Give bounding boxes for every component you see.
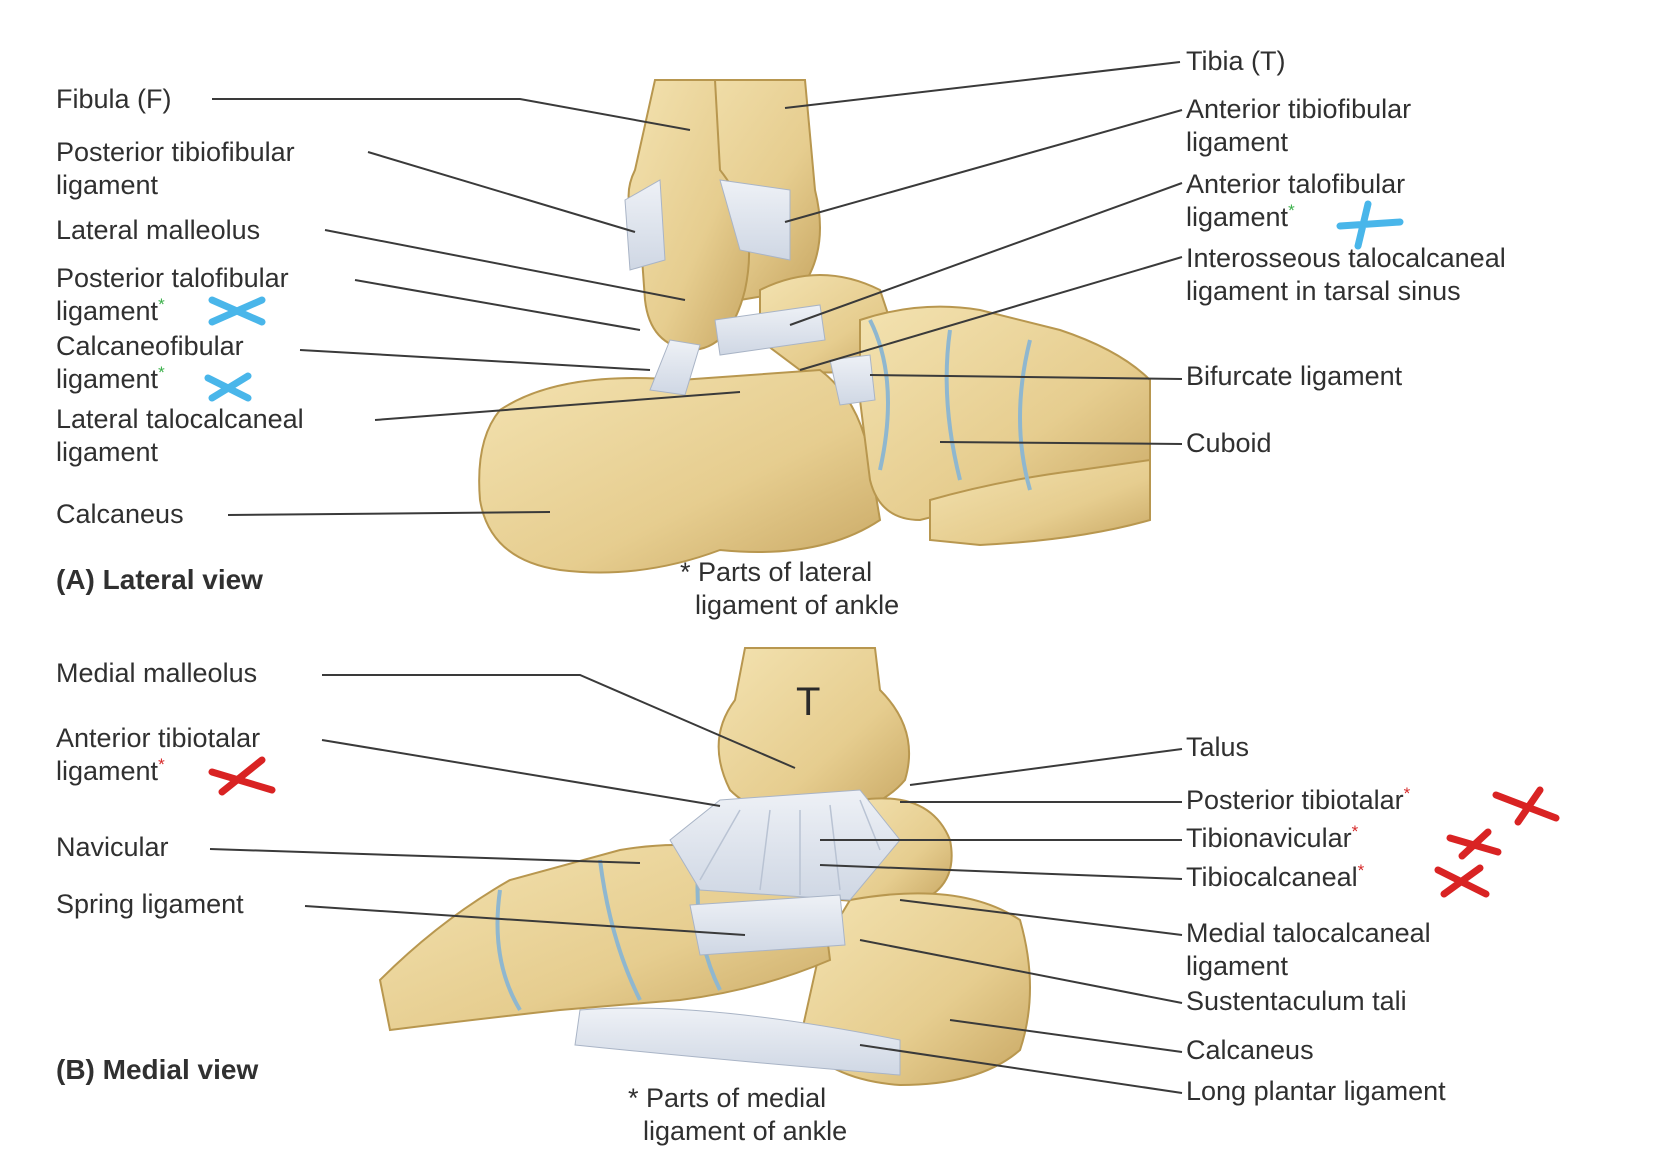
long-plantar-ligament-band xyxy=(574,1007,901,1076)
red-x-mark-anterior-tibiotalar xyxy=(208,756,276,796)
red-x-mark-posterior-tibiotalar xyxy=(1492,786,1560,826)
anterior-tibiofibular-ligament xyxy=(719,179,791,261)
label-lateral-malleolus: Lateral malleolus xyxy=(56,215,261,245)
label-cuboid: Cuboid xyxy=(1186,428,1272,458)
label-calcaneus-lateral: Calcaneus xyxy=(56,499,184,529)
blue-x-marks xyxy=(204,200,1404,402)
lateral-view-title: (A) Lateral view xyxy=(56,564,263,595)
label-navicular: Navicular xyxy=(56,832,169,862)
red-x-marks xyxy=(208,756,1560,898)
green-asterisk: * xyxy=(158,363,165,382)
medial-legend: * Parts of medial ligament of ankle xyxy=(628,1083,848,1146)
blue-x-mark-calcaneofibular xyxy=(204,372,252,402)
label-posterior-tibiotalar: Posterior tibiotalar* xyxy=(1186,784,1411,815)
label-tibia: Tibia (T) xyxy=(1186,46,1286,76)
red-asterisk: * xyxy=(1357,861,1365,880)
lateral-legend: * Parts of lateral ligament of ankle xyxy=(680,557,900,620)
label-spring-ligament: Spring ligament xyxy=(56,889,244,919)
label-sustentaculum-tali: Sustentaculum tali xyxy=(1186,986,1407,1016)
leader-lines xyxy=(209,61,1183,1094)
green-asterisk: * xyxy=(680,557,691,587)
label-calcaneus-medial: Calcaneus xyxy=(1186,1035,1314,1065)
red-x-mark-tibionavicular xyxy=(1446,828,1502,860)
metatarsal-bones xyxy=(929,458,1151,547)
posterior-tibiofibular-ligament xyxy=(624,179,666,271)
tibia-letter-T: T xyxy=(796,680,821,724)
red-asterisk: * xyxy=(628,1083,639,1113)
calcaneus-bone xyxy=(478,368,882,574)
anterior-talofibular-ligament xyxy=(714,304,826,356)
green-asterisk: * xyxy=(1288,201,1295,220)
medial-view-drawing xyxy=(378,647,1031,1087)
blue-x-mark-posterior-talofibular xyxy=(208,296,266,326)
green-asterisk: * xyxy=(158,295,165,314)
red-asterisk: * xyxy=(1403,784,1411,803)
label-tibionavicular: Tibionavicular* xyxy=(1186,822,1359,853)
label-medial-malleolus: Medial malleolus xyxy=(56,658,258,688)
label-tibiocalcaneal: Tibiocalcaneal* xyxy=(1186,861,1365,892)
label-fibula: Fibula (F) xyxy=(56,84,172,114)
label-long-plantar-ligament: Long plantar ligament xyxy=(1186,1076,1446,1106)
label-bifurcate-ligament: Bifurcate ligament xyxy=(1186,361,1403,391)
deltoid-ligament xyxy=(669,789,901,901)
medial-view-title: (B) Medial view xyxy=(56,1054,259,1085)
red-x-mark-tibiocalcaneal xyxy=(1434,864,1490,898)
red-asterisk: * xyxy=(158,755,165,774)
red-asterisk: * xyxy=(1351,822,1359,841)
calcaneofibular-ligament xyxy=(649,339,701,396)
blue-x-mark-anterior-talofibular xyxy=(1336,200,1404,250)
spring-ligament-band xyxy=(689,894,846,956)
bifurcate-ligament xyxy=(829,354,876,406)
lateral-view-drawing xyxy=(478,79,1151,574)
label-talus: Talus xyxy=(1186,732,1250,762)
